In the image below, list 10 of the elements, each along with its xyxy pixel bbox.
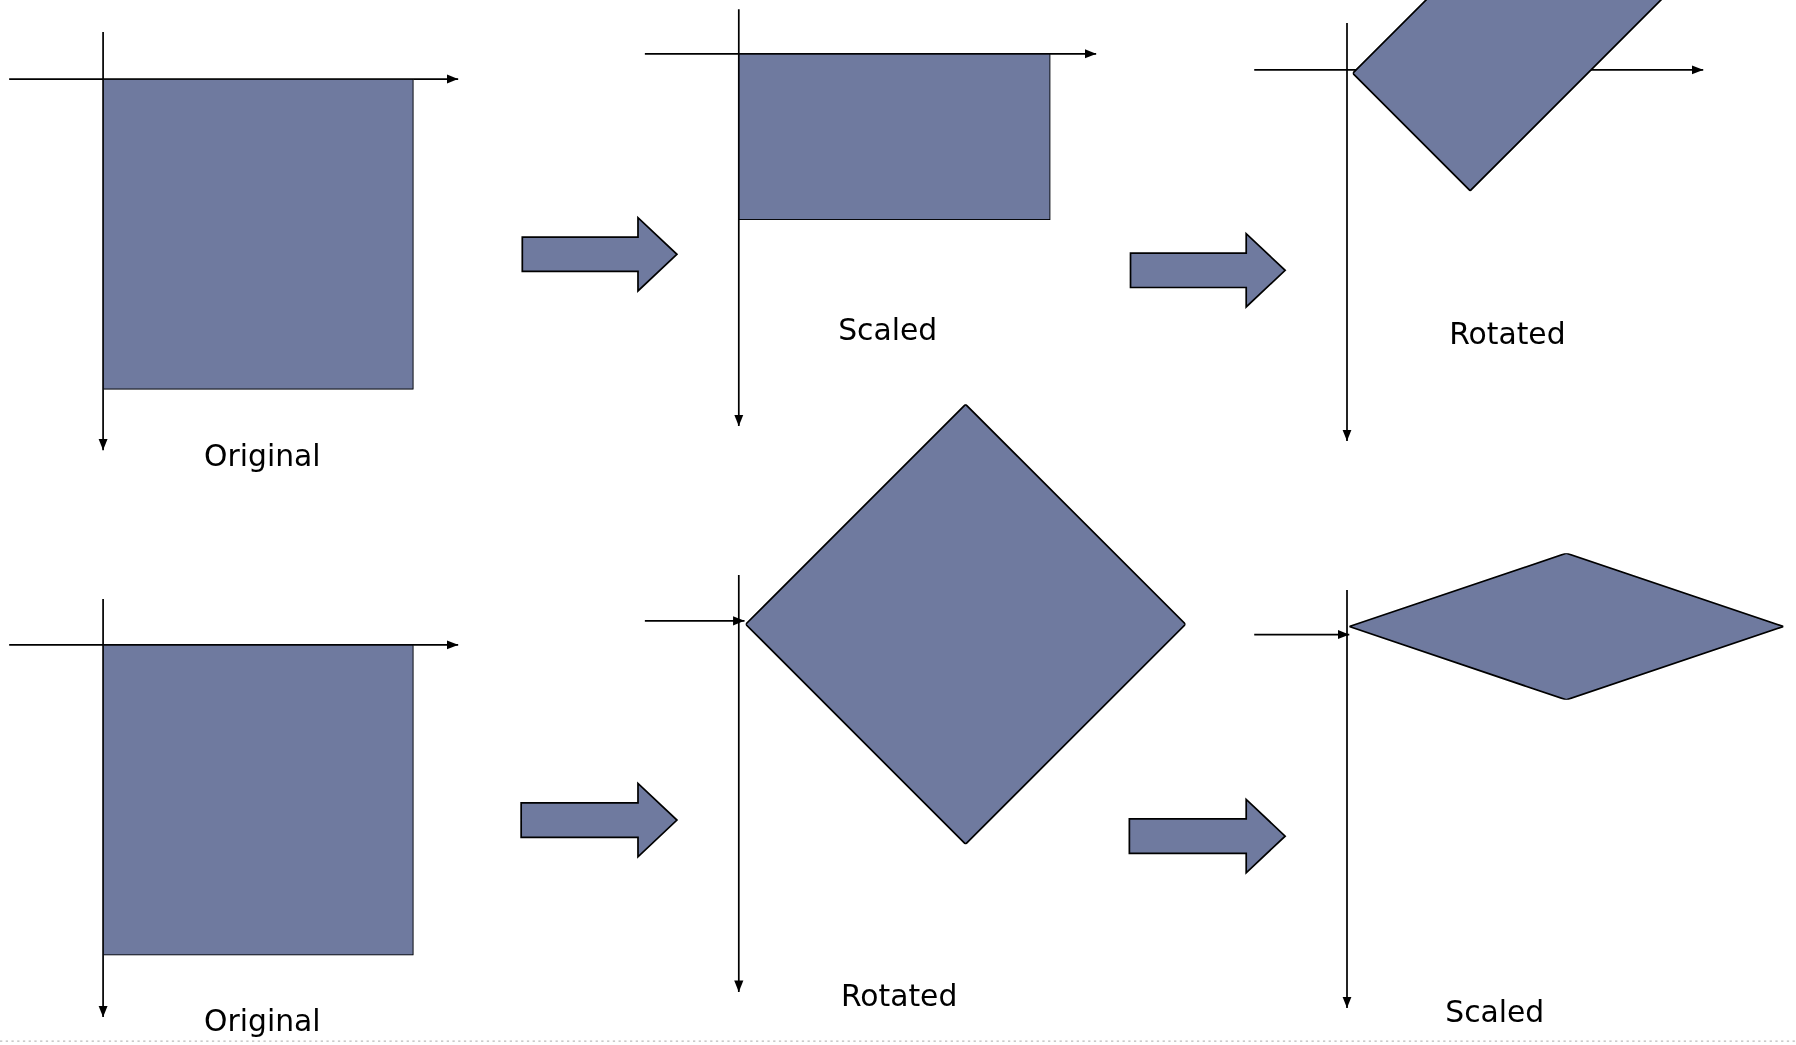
block-arrow bbox=[1128, 797, 1287, 875]
node-label: Original bbox=[204, 438, 321, 474]
block-arrow bbox=[1129, 231, 1287, 309]
panel-label: Rotated bbox=[840, 978, 958, 1013]
block-arrow bbox=[520, 781, 679, 859]
node-label: Scaled bbox=[838, 312, 938, 348]
panel-label: Scaled bbox=[1445, 994, 1545, 1029]
panel-label: Rotated bbox=[1449, 316, 1566, 351]
node-label: Original bbox=[204, 1003, 321, 1038]
block-arrow bbox=[521, 215, 679, 293]
